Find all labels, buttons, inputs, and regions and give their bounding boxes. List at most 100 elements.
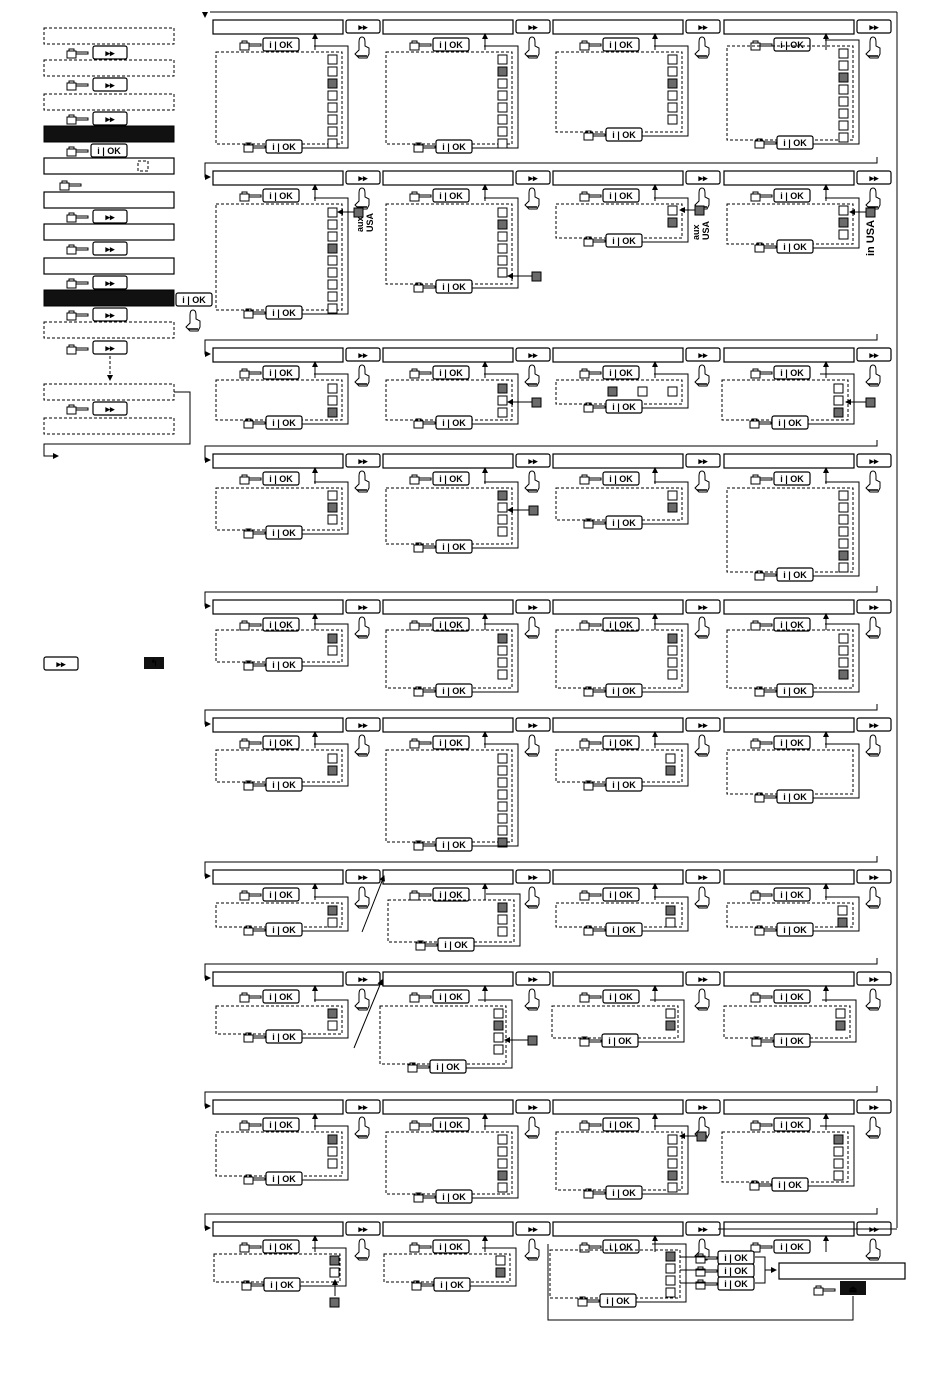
next-button[interactable]: ▸▸ [515, 869, 551, 884]
next-button[interactable]: ▸▸ [92, 275, 128, 290]
next-button[interactable]: ▸▸ [92, 241, 128, 256]
ok-button[interactable]: i | OK [605, 515, 643, 530]
next-button[interactable]: ▸▸ [345, 19, 381, 34]
ok-button[interactable]: i | OK [432, 365, 470, 380]
ok-button[interactable]: i | OK [773, 887, 811, 902]
ok-button[interactable]: i | OK [605, 233, 643, 248]
next-button[interactable]: ▸▸ [515, 1099, 551, 1114]
ok-button[interactable]: i | OK [602, 1239, 640, 1254]
next-button[interactable]: ▸▸ [685, 717, 721, 732]
next-button[interactable]: ▸▸ [856, 1099, 892, 1114]
ok-button[interactable]: i | OK [717, 1250, 755, 1265]
ok-button[interactable]: i | OK [262, 1117, 300, 1132]
next-button[interactable]: ▸▸ [856, 599, 892, 614]
next-button[interactable]: ▸▸ [345, 717, 381, 732]
ok-button[interactable]: i | OK [262, 188, 300, 203]
ok-button[interactable]: i | OK [605, 1185, 643, 1200]
ok-button[interactable]: i | OK [602, 989, 640, 1004]
next-button[interactable]: ▸▸ [92, 209, 128, 224]
next-button[interactable]: ▸▸ [92, 111, 128, 126]
next-button[interactable]: ▸▸ [345, 347, 381, 362]
next-button[interactable]: ▸▸ [856, 717, 892, 732]
ok-button[interactable]: i | OK [265, 922, 303, 937]
next-button[interactable]: ▸▸ [856, 347, 892, 362]
next-button[interactable]: ▸▸ [345, 453, 381, 468]
ok-button[interactable]: i | OK [262, 471, 300, 486]
ok-button[interactable]: i | OK [432, 188, 470, 203]
next-button[interactable]: ▸▸ [92, 401, 128, 416]
next-button[interactable]: ▸▸ [685, 1099, 721, 1114]
ok-button[interactable]: i | OK [605, 777, 643, 792]
ok-button[interactable]: i | OK [776, 239, 814, 254]
ok-button[interactable]: i | OK [773, 1117, 811, 1132]
ok-button[interactable]: i | OK [776, 683, 814, 698]
ok-button[interactable]: i | OK [263, 1277, 301, 1292]
ok-button[interactable]: i | OK [432, 989, 470, 1004]
ok-button[interactable]: i | OK [435, 415, 473, 430]
ok-button[interactable]: i | OK [773, 1033, 811, 1048]
ok-button[interactable]: i | OK [432, 735, 470, 750]
next-button[interactable]: ▸▸ [345, 971, 381, 986]
next-button[interactable]: ▸▸ [345, 170, 381, 185]
next-button[interactable]: ▸▸ [685, 1221, 721, 1236]
next-button[interactable]: ▸▸ [685, 599, 721, 614]
ok-button[interactable]: i | OK [432, 471, 470, 486]
ok-button[interactable]: i | OK [433, 1277, 471, 1292]
ok-button[interactable]: i | OK [773, 1239, 811, 1254]
ok-button[interactable]: i | OK [776, 567, 814, 582]
next-button[interactable]: ▸▸ [856, 869, 892, 884]
ok-button[interactable]: i | OK [262, 617, 300, 632]
ok-button[interactable]: i | OK [435, 837, 473, 852]
next-button[interactable]: ▸▸ [856, 19, 892, 34]
ok-button[interactable]: i | OK [602, 617, 640, 632]
ok-button[interactable]: i | OK [429, 1059, 467, 1074]
ok-button[interactable]: i | OK [432, 617, 470, 632]
ok-button[interactable]: i | OK [605, 127, 643, 142]
ok-button[interactable]: i | OK [265, 1171, 303, 1186]
ok-button[interactable]: i | OK [773, 735, 811, 750]
ok-button[interactable]: i | OK [602, 37, 640, 52]
ok-button[interactable]: i | OK [265, 777, 303, 792]
next-button[interactable]: ▸▸ [515, 170, 551, 185]
next-button[interactable]: ▸▸ [515, 971, 551, 986]
ok-button[interactable]: i | OK [776, 922, 814, 937]
next-button[interactable]: ▸▸ [515, 347, 551, 362]
ok-button[interactable]: i | OK [435, 1189, 473, 1204]
ok-button[interactable]: i | OK [265, 1029, 303, 1044]
ok-button[interactable]: i | OK [265, 657, 303, 672]
next-button[interactable]: ▸▸ [856, 453, 892, 468]
ok-button[interactable]: i | OK [432, 1117, 470, 1132]
next-button[interactable]: ▸▸ [685, 453, 721, 468]
ok-button[interactable]: i | OK [262, 1239, 300, 1254]
ok-button[interactable]: i | OK [432, 1239, 470, 1254]
ok-button[interactable]: i | OK [602, 471, 640, 486]
ok-button[interactable]: i | OK [265, 415, 303, 430]
ok-button[interactable]: i | OK [432, 37, 470, 52]
next-button[interactable]: ▸▸ [685, 869, 721, 884]
ok-button[interactable]: i | OK [265, 305, 303, 320]
next-button[interactable]: ▸▸ [856, 170, 892, 185]
ok-button[interactable]: i | OK [265, 139, 303, 154]
ok-button[interactable]: i | OK [435, 139, 473, 154]
ok-button[interactable]: i | OK [605, 922, 643, 937]
ok-button[interactable]: i | OK [776, 135, 814, 150]
next-button[interactable]: ▸▸ [515, 599, 551, 614]
next-button[interactable]: ▸▸ [92, 45, 128, 60]
ok-button[interactable]: i | OK [605, 399, 643, 414]
next-button[interactable]: ▸▸ [345, 1099, 381, 1114]
ok-button[interactable]: i | OK [265, 525, 303, 540]
next-button[interactable]: ▸▸ [856, 971, 892, 986]
ok-button[interactable]: i | OK [435, 279, 473, 294]
next-button[interactable]: ▸▸ [685, 971, 721, 986]
ok-button[interactable]: i | OK [90, 143, 128, 158]
ok-button[interactable]: i | OK [602, 887, 640, 902]
ok-button[interactable]: i | OK [773, 37, 811, 52]
ok-button[interactable]: i | OK [717, 1263, 755, 1278]
next-button[interactable]: ▸▸ [345, 599, 381, 614]
ok-button[interactable]: i | OK [437, 937, 475, 952]
ok-button[interactable]: i | OK [602, 365, 640, 380]
ok-button[interactable]: i | OK [776, 789, 814, 804]
next-button[interactable]: ▸▸ [345, 869, 381, 884]
next-button[interactable]: ▸▸ [345, 1221, 381, 1236]
ok-button[interactable]: i | OK [773, 365, 811, 380]
